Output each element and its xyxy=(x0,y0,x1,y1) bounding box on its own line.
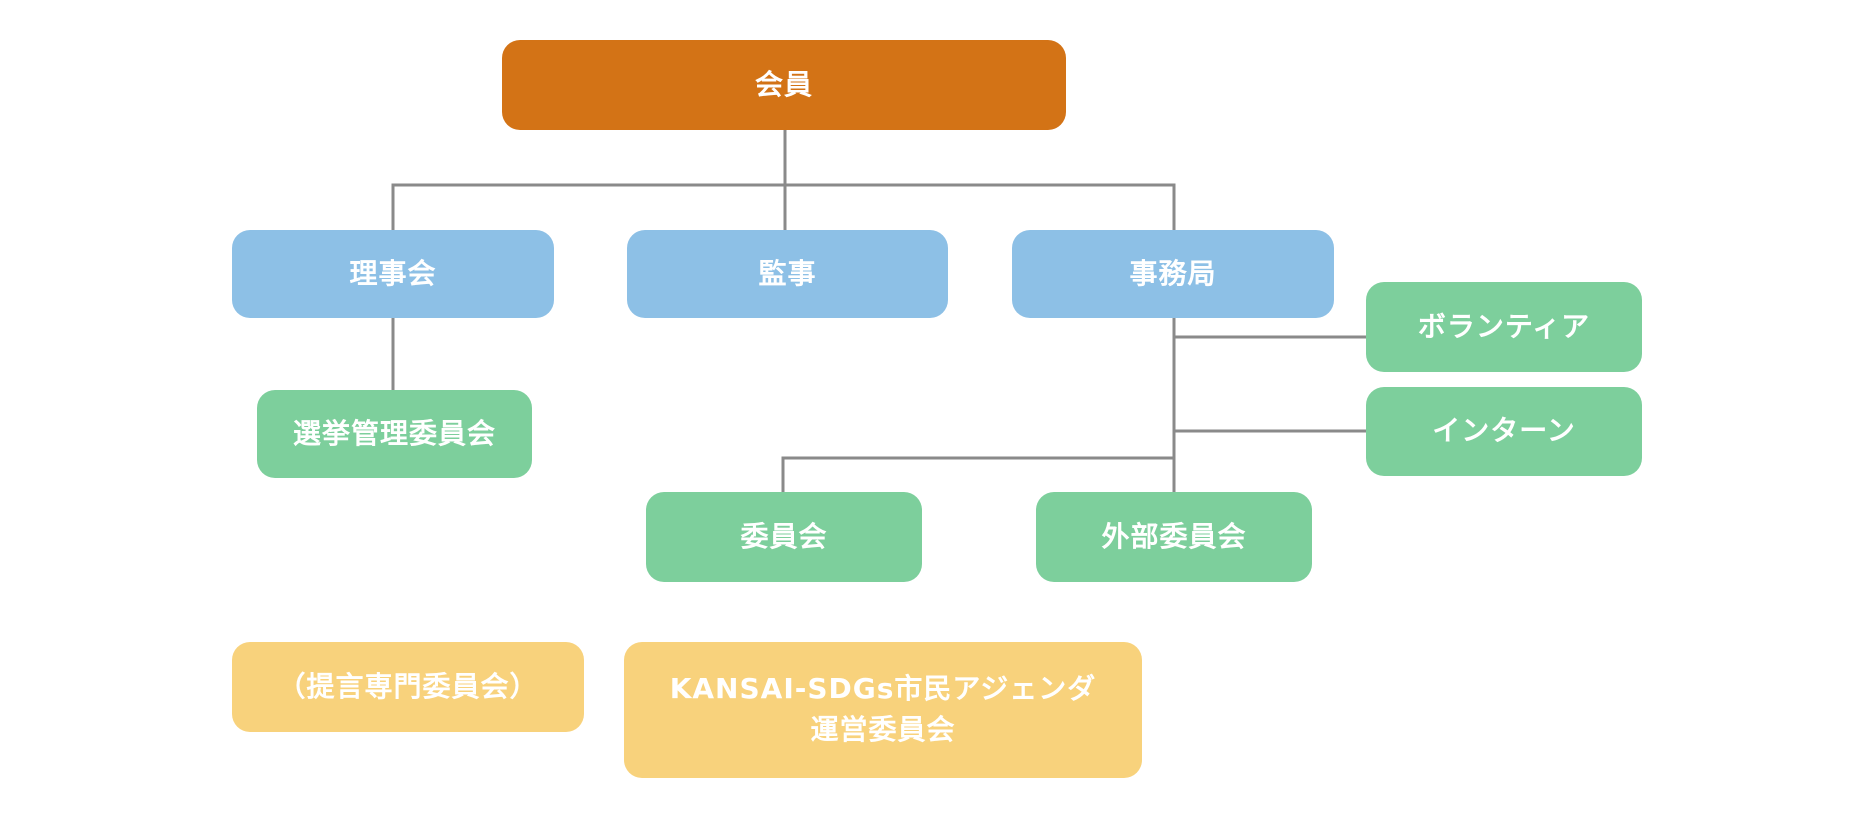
node-proposal-committee-label: （提言専門委員会） xyxy=(277,669,539,703)
node-external-committee: 外部委員会 xyxy=(1036,492,1312,582)
node-committee: 委員会 xyxy=(646,492,922,582)
node-secretariat-label: 事務局 xyxy=(1129,256,1217,290)
node-volunteer-label: ボランティア xyxy=(1417,309,1591,343)
node-committee-label: 委員会 xyxy=(740,519,828,553)
node-proposal-committee: （提言専門委員会） xyxy=(232,642,584,732)
node-audit-label: 監事 xyxy=(758,256,817,290)
node-external-committee-label: 外部委員会 xyxy=(1101,519,1247,553)
node-board-label: 理事会 xyxy=(349,256,437,290)
node-audit: 監事 xyxy=(627,230,948,318)
node-member: 会員 xyxy=(502,40,1066,130)
node-kansai-line2: 運営委員会 xyxy=(810,713,956,746)
node-intern-label: インターン xyxy=(1432,414,1576,448)
node-secretariat: 事務局 xyxy=(1012,230,1334,318)
node-volunteer: ボランティア xyxy=(1366,282,1642,372)
node-intern: インターン xyxy=(1366,387,1642,476)
node-election-committee-label: 選挙管理委員会 xyxy=(292,416,496,450)
node-kansai-line1: KANSAI-SDGs市民アジェンダ xyxy=(669,672,1097,706)
node-member-label: 会員 xyxy=(754,67,813,101)
node-kansai-sdgs-committee: KANSAI-SDGs市民アジェンダ 運営委員会 xyxy=(624,642,1142,778)
node-election-committee: 選挙管理委員会 xyxy=(257,390,532,478)
node-board: 理事会 xyxy=(232,230,554,318)
